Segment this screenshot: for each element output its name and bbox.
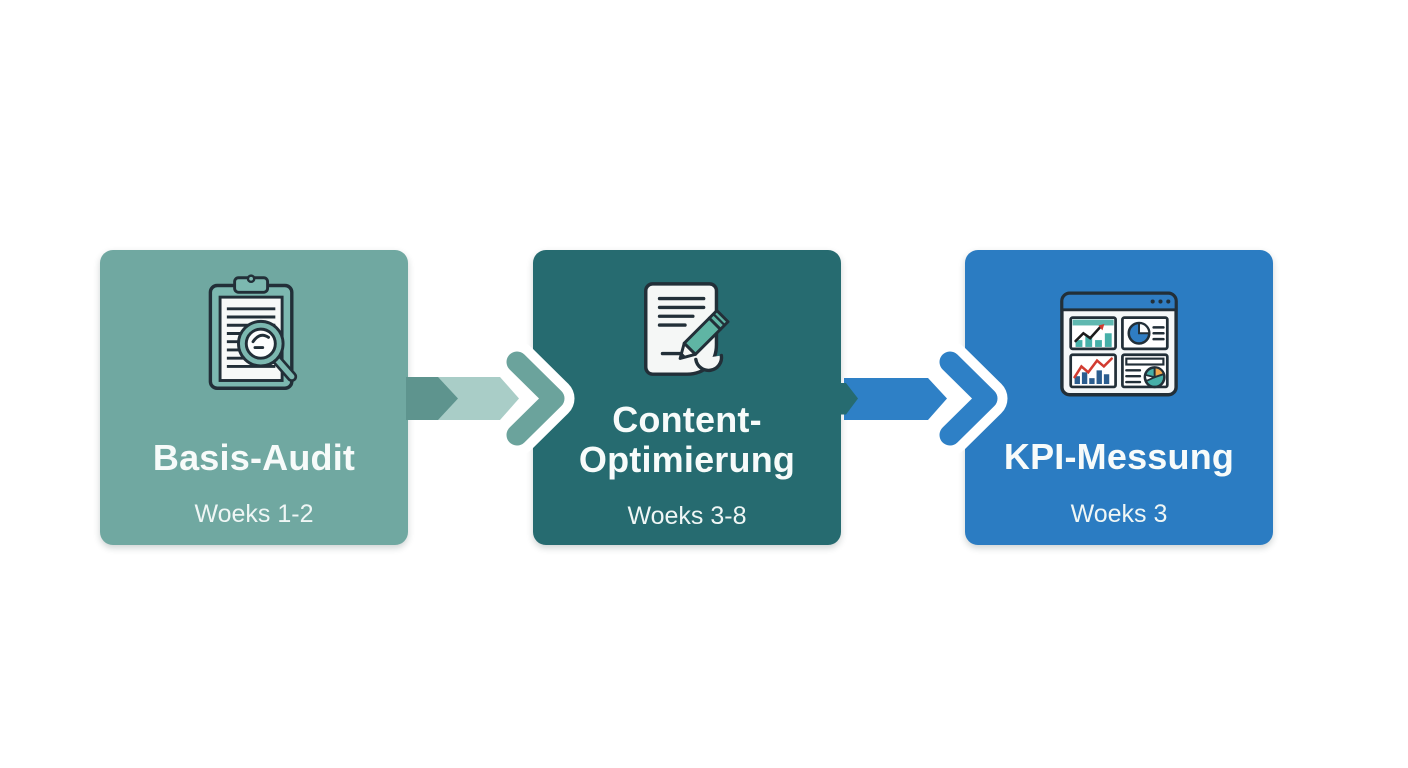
step-title: KPI-Messung (1003, 436, 1235, 477)
arrow-1 (406, 341, 575, 456)
step-card-content-optimierung: Content- Optimierung Woeks 3-8 (533, 250, 841, 545)
dashboard-charts-icon (965, 289, 1273, 399)
clipboard-magnifier-icon (100, 270, 408, 396)
arrow-band (844, 378, 947, 420)
arrow-stub (839, 383, 858, 415)
step-subtitle: Woeks 3 (1070, 500, 1168, 528)
step-subtitle: Woeks 1-2 (194, 500, 314, 528)
step-title: Content- Optimierung (578, 399, 796, 481)
step-card-kpi-messung: KPI-Messung Woeks 3 (965, 250, 1273, 545)
step-title: Basis-Audit (152, 437, 356, 478)
step-card-basis-audit: Basis-Audit Woeks 1-2 (100, 250, 408, 545)
step-subtitle: Woeks 3-8 (627, 502, 747, 530)
arrow-band (438, 377, 519, 420)
arrow-stub (406, 377, 458, 420)
document-pencil-icon (533, 276, 841, 384)
